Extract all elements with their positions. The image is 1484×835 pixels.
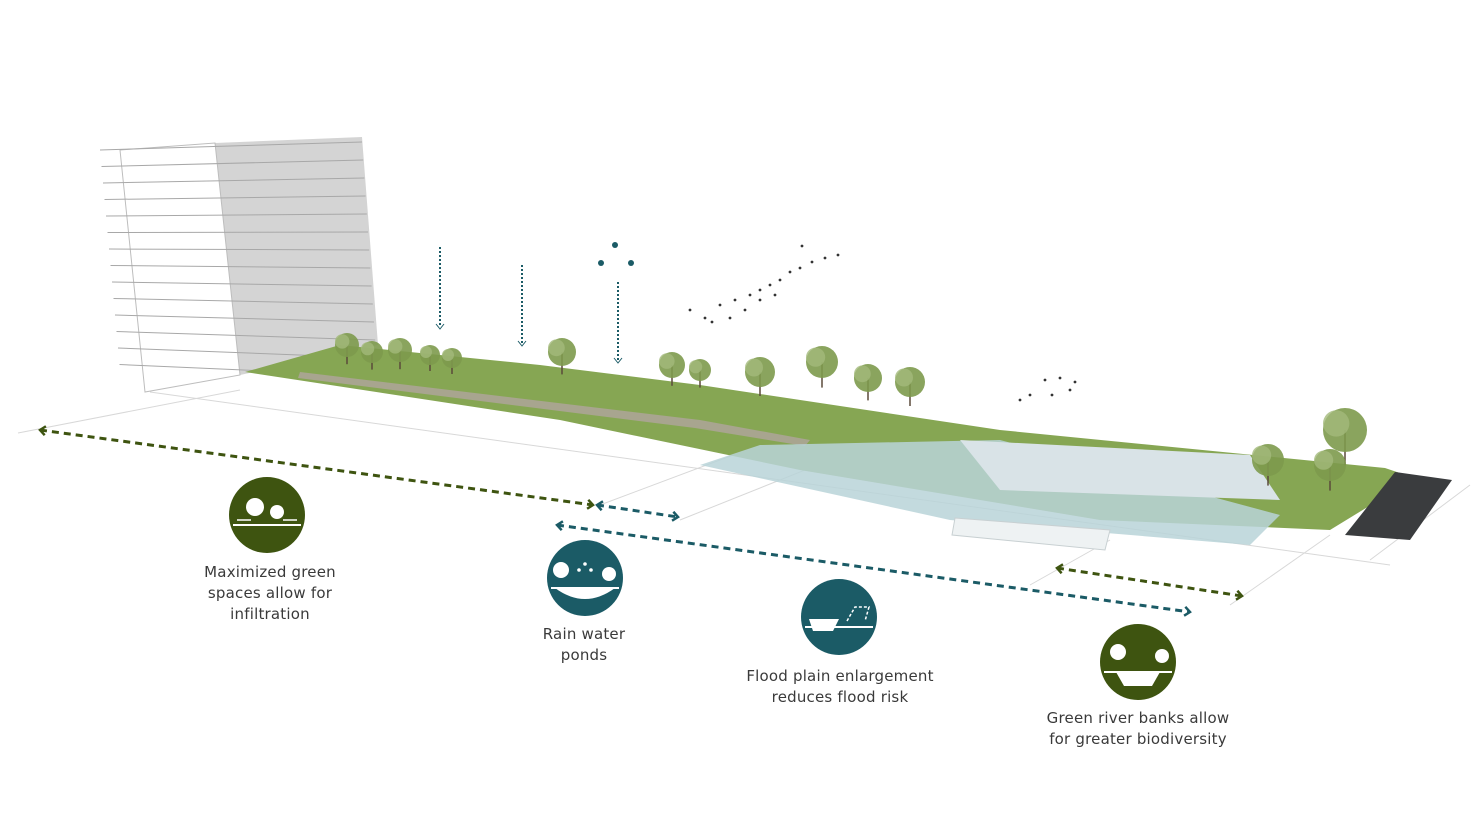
label-line: infiltration <box>230 605 310 623</box>
bird-icon <box>728 316 732 320</box>
tree <box>895 367 925 406</box>
rain-arrows <box>439 247 619 360</box>
label-line: reduces flood risk <box>771 688 909 706</box>
channel <box>951 517 1111 551</box>
bird-icon <box>733 298 737 302</box>
bird-icon <box>823 256 827 260</box>
label-line: Rain water <box>542 625 626 643</box>
span-arrow <box>1055 563 1244 601</box>
bird-icon <box>1068 388 1072 392</box>
bird-icon <box>688 308 692 312</box>
bird-icon <box>758 288 762 292</box>
floor-line <box>113 298 373 305</box>
label-line: spaces allow for <box>207 584 333 602</box>
span-arrow <box>38 425 595 510</box>
tree <box>1252 444 1284 486</box>
bird-icon <box>1028 393 1032 397</box>
river <box>960 440 1280 500</box>
bird-icon <box>748 293 752 297</box>
bird-icon <box>778 278 782 282</box>
raindrop-icons <box>435 242 634 364</box>
tree <box>420 345 440 371</box>
tree <box>745 357 775 396</box>
bird-icon <box>788 270 792 274</box>
bird-icon <box>798 266 802 270</box>
floor-line <box>108 248 370 251</box>
bird-icon <box>1058 376 1062 380</box>
tree <box>548 338 576 375</box>
floor-line <box>111 281 372 287</box>
rain-pond-icon <box>547 540 623 616</box>
bird-icon <box>810 260 814 264</box>
bird-icon <box>768 283 772 287</box>
bird-icon <box>773 293 777 297</box>
bird-icon <box>703 316 707 320</box>
label-line: for greater biodiversity <box>1049 730 1227 748</box>
flood-plain-label: Flood plain enlargement reduces flood ris… <box>720 666 960 708</box>
floor-line <box>114 314 375 323</box>
bird-icon <box>1043 378 1047 382</box>
path <box>298 372 810 446</box>
floor-line <box>102 177 365 184</box>
flood-plain-icon <box>801 579 877 655</box>
bird-icon <box>1050 393 1054 397</box>
tree <box>659 352 685 386</box>
water-basin <box>700 440 1280 545</box>
label-line: Maximized green <box>204 563 336 581</box>
label-line: ponds <box>560 646 608 664</box>
bird-icon <box>800 244 804 248</box>
bird-icon <box>710 320 714 324</box>
bird-icon <box>758 298 762 302</box>
bird-icon <box>836 253 840 257</box>
arrowhead-icon <box>1235 589 1244 601</box>
tree <box>806 346 838 388</box>
tree <box>689 359 711 388</box>
arrowhead-icon <box>38 425 47 437</box>
floor-line <box>104 195 366 200</box>
arrowhead-icon <box>586 498 595 510</box>
floor-line <box>107 231 369 233</box>
span-arrows <box>38 425 1244 617</box>
arrowhead-icon <box>595 500 604 512</box>
floor-line <box>101 159 364 167</box>
river-banks-label: Green river banks allow for greater biodi… <box>1018 708 1258 750</box>
arrowhead-icon <box>1183 605 1192 617</box>
bird-icon <box>1073 380 1077 384</box>
floor-line <box>99 141 363 151</box>
birds <box>688 244 1077 402</box>
rain-ponds-label: Rain water ponds <box>464 624 704 666</box>
tree <box>854 364 882 401</box>
floor-line <box>105 213 367 217</box>
building <box>99 137 378 393</box>
floor-line <box>116 331 376 341</box>
trees-infiltration-icon <box>229 477 305 553</box>
arrowhead-icon <box>1055 563 1064 575</box>
span-arrow <box>595 500 680 522</box>
tree <box>442 348 462 374</box>
arrowhead-icon <box>671 510 680 522</box>
tree <box>361 341 383 370</box>
trees <box>335 333 1367 491</box>
floor-line <box>110 265 371 269</box>
bird-icon <box>718 303 722 307</box>
bird-icon <box>1018 398 1022 402</box>
label-line: Flood plain enlargement <box>746 667 934 685</box>
label-line: Green river banks allow <box>1046 709 1230 727</box>
arrowhead-icon <box>555 520 564 532</box>
tree <box>388 338 412 370</box>
tree <box>1314 449 1346 491</box>
bird-icon <box>743 308 747 312</box>
road <box>1345 472 1452 540</box>
tree <box>335 333 359 365</box>
green-bank-icon <box>1100 624 1176 700</box>
span-arrow <box>555 520 1192 617</box>
tree <box>1323 408 1367 466</box>
green-spaces-label: Maximized green spaces allow for infiltrat… <box>150 562 390 625</box>
